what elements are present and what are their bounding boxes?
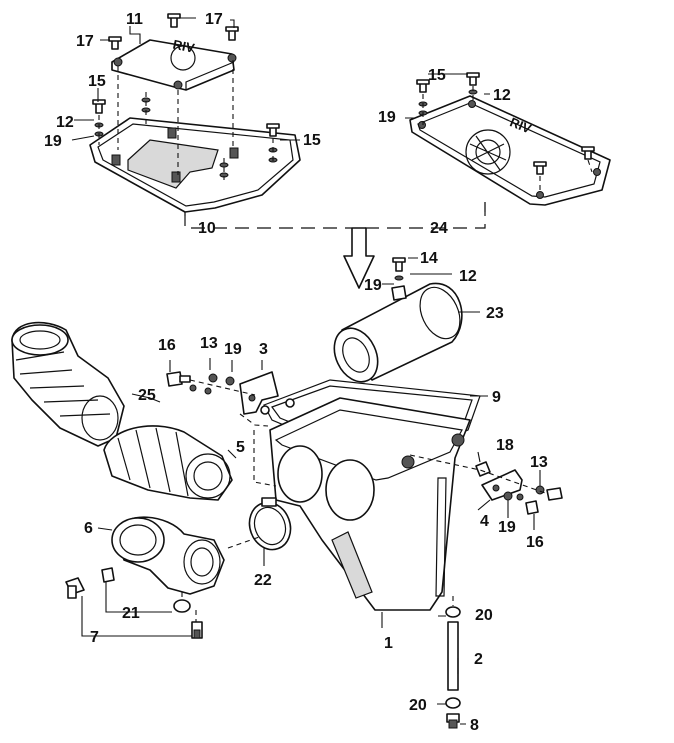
- callout-12-left: 12: [56, 114, 74, 131]
- callout-11: 11: [126, 11, 143, 28]
- callout-16-right: 16: [526, 534, 544, 551]
- gasket-screws-stack: [92, 97, 280, 178]
- airbox-lid-11: RIV: [111, 37, 237, 91]
- callout-2: 2: [474, 651, 483, 668]
- callout-16-left: 16: [158, 337, 176, 354]
- bracket-4: [481, 469, 523, 501]
- callout-19-right: 19: [378, 109, 396, 126]
- callout-12-right: 12: [493, 87, 511, 104]
- callout-24: 24: [430, 220, 448, 237]
- intake-duct-25: [11, 321, 125, 447]
- drain-tube-2: [445, 606, 461, 729]
- airbox-body-1: [269, 397, 471, 611]
- intake-elbow-6: [111, 516, 225, 595]
- callout-22: 22: [254, 572, 272, 589]
- hose-clamp-22: [248, 497, 292, 551]
- callout-1: 1: [384, 635, 393, 652]
- callout-17-left: 17: [76, 33, 94, 50]
- callout-19-bracket4: 19: [498, 519, 516, 536]
- callout-20-top: 20: [475, 607, 493, 624]
- callout-15-right: 15: [428, 67, 446, 84]
- callout-8: 8: [470, 717, 479, 734]
- callout-15-mid: 15: [303, 132, 321, 149]
- callout-14: 14: [420, 250, 438, 267]
- callout-labels: 1 2 3 4 5 6 7 8 9 10 11 12 12 12 13 13 1…: [44, 11, 548, 734]
- callout-12-center: 12: [459, 268, 477, 285]
- callout-15-left: 15: [88, 73, 106, 90]
- callout-5: 5: [236, 439, 245, 456]
- lid-screws-17: [108, 13, 239, 50]
- callout-25: 25: [138, 387, 156, 404]
- airbox-cover-gasket-10: [89, 117, 301, 213]
- callout-7: 7: [90, 629, 99, 646]
- callout-17-right: 17: [205, 11, 223, 28]
- lid-logo-text: RIV: [172, 37, 197, 56]
- bracket3-hardware: [166, 371, 295, 415]
- filter-bolt-stack: [391, 257, 407, 301]
- intake-hose-5: [103, 425, 233, 501]
- down-arrow: [343, 227, 375, 289]
- callout-19-left: 19: [44, 133, 62, 150]
- callout-6: 6: [84, 520, 93, 537]
- leader-lines: [71, 17, 541, 725]
- callout-23: 23: [486, 305, 504, 322]
- callout-9: 9: [492, 389, 501, 406]
- bracket4-hardware: [475, 461, 563, 515]
- callout-4: 4: [480, 513, 489, 530]
- callout-3: 3: [259, 341, 268, 358]
- callout-13-right: 13: [530, 454, 548, 471]
- callout-19-bracket3: 19: [224, 341, 242, 358]
- callout-13-left: 13: [200, 335, 218, 352]
- callout-19-center: 19: [364, 277, 382, 294]
- lid24-hardware: [416, 72, 595, 175]
- bracket-3: [239, 371, 279, 415]
- airbox-lid-24: RIV: [409, 95, 611, 206]
- drain-parts-7-21: [65, 567, 203, 639]
- air-filter-23: [333, 282, 463, 383]
- callout-20-bottom: 20: [409, 697, 427, 714]
- callout-10: 10: [198, 220, 216, 237]
- callout-21: 21: [122, 605, 140, 622]
- callout-18: 18: [496, 437, 514, 454]
